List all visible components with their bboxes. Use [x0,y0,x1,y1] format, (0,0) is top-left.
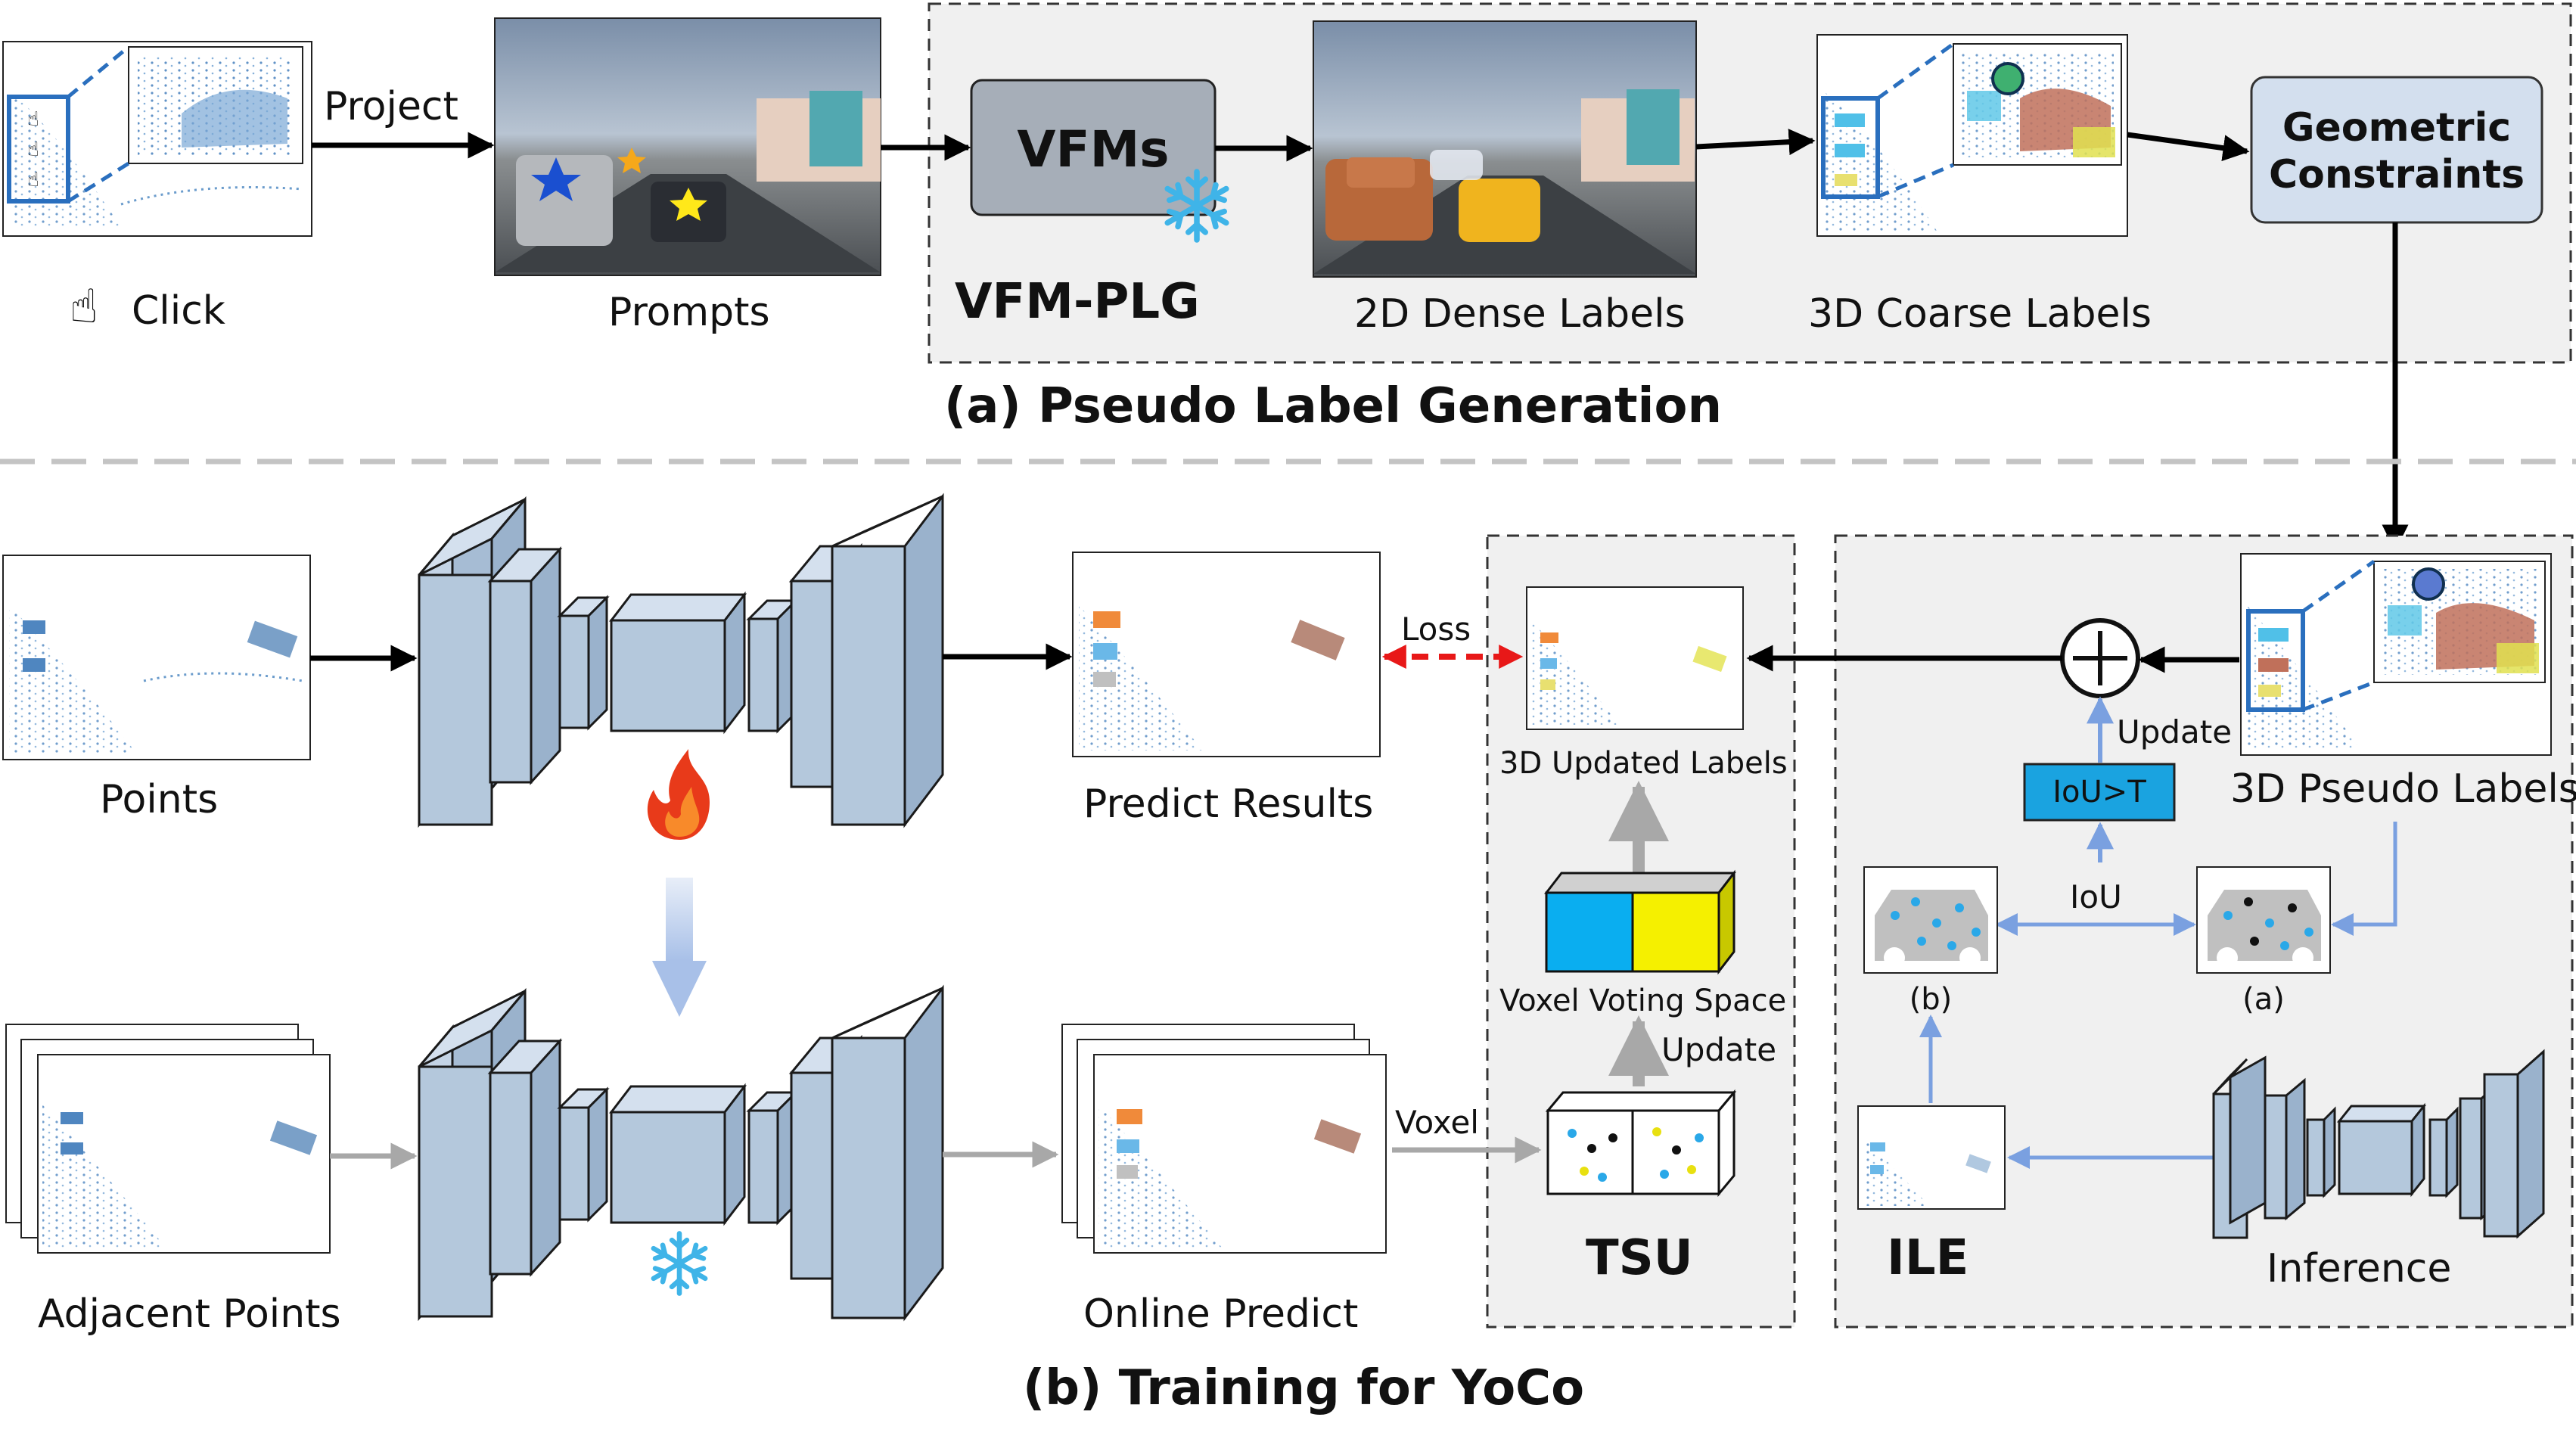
inference-network [2212,1049,2545,1239]
dense-labels-image [1313,20,1697,278]
caption-b: (b) Training for YoCo [1023,1360,1584,1416]
voxel-voting-cube [1543,869,1737,975]
iou-label: IoU [2070,878,2122,915]
prompts-label: Prompts [608,290,770,335]
hand-cursor-icon: ☝ [27,169,39,191]
car-mask-a [2196,866,2331,974]
ile-label: ILE [1887,1230,1969,1286]
pointer-hand-icon: ☝ [70,278,98,334]
tsu-voxel-points [1568,1127,1704,1182]
car-mask-b [1863,866,1998,974]
coarse-labels-thumbnail [1816,34,2128,237]
update-label-1: Update [2117,713,2232,751]
coarse-labels-label: 3D Coarse Labels [1808,291,2152,337]
fire-icon [647,749,710,840]
iou-threshold-box [2023,763,2176,822]
weight-transfer-arrow [652,878,707,1017]
loss-label: Loss [1401,611,1471,648]
click-label: Click [132,288,225,334]
vfms-label: VFMs [1017,120,1169,179]
segmentation-network-frozen [418,984,944,1322]
oplus-merge-icon [2060,618,2140,698]
tsu-label: TSU [1586,1230,1693,1286]
click-scan-thumbnail: ☝ ☝ ☝ [2,41,312,237]
geometric-line2: Constraints [2269,152,2525,197]
updated-labels-thumbnail [1526,586,1744,730]
pseudo-to-mask-a-arrow [2331,822,2397,936]
mask-b-label: (b) [1909,982,1953,1017]
pseudo-labels-thumbnail [2240,553,2552,756]
adjacent-points-stack [5,1024,331,1254]
dense-to-coarse-arrow [1695,129,1816,156]
pseudo-labels-label: 3D Pseudo Labels [2230,766,2576,812]
project-label: Project [324,84,458,129]
prompts-camera-image [494,17,881,276]
geometric-line1: Geometric [2282,105,2511,151]
inference-label: Inference [2267,1246,2451,1291]
points-label: Points [100,777,218,822]
online-predict-label: Online Predict [1083,1291,1358,1337]
hand-cursor-icon: ☝ [27,138,39,161]
online-predict-stack [1061,1024,1387,1254]
predict-results-thumbnail [1072,552,1381,757]
points-thumbnail [2,555,311,760]
hand-cursor-icon: ☝ [27,108,39,131]
ile-scan-thumbnail [1857,1105,2006,1210]
iou-threshold-label: IoU>T [2052,775,2146,810]
voxel-label: Voxel [1395,1104,1479,1141]
coarse-to-geometric-arrow [2127,132,2250,161]
voxel-voting-label: Voxel Voting Space [1499,984,1786,1018]
predict-results-label: Predict Results [1083,782,1373,827]
update-label-2: Update [1661,1031,1776,1068]
mask-a-label: (a) [2242,982,2285,1017]
vfm-plg-label: VFM-PLG [955,274,1200,330]
tsu-voxel-cube [1545,1089,1737,1198]
dense-labels-label: 2D Dense Labels [1354,291,1686,337]
caption-a: (a) Pseudo Label Generation [944,378,1722,434]
adjacent-points-label: Adjacent Points [38,1291,341,1337]
segmentation-network-trainable [418,493,944,828]
updated-labels-label: 3D Updated Labels [1499,746,1788,781]
